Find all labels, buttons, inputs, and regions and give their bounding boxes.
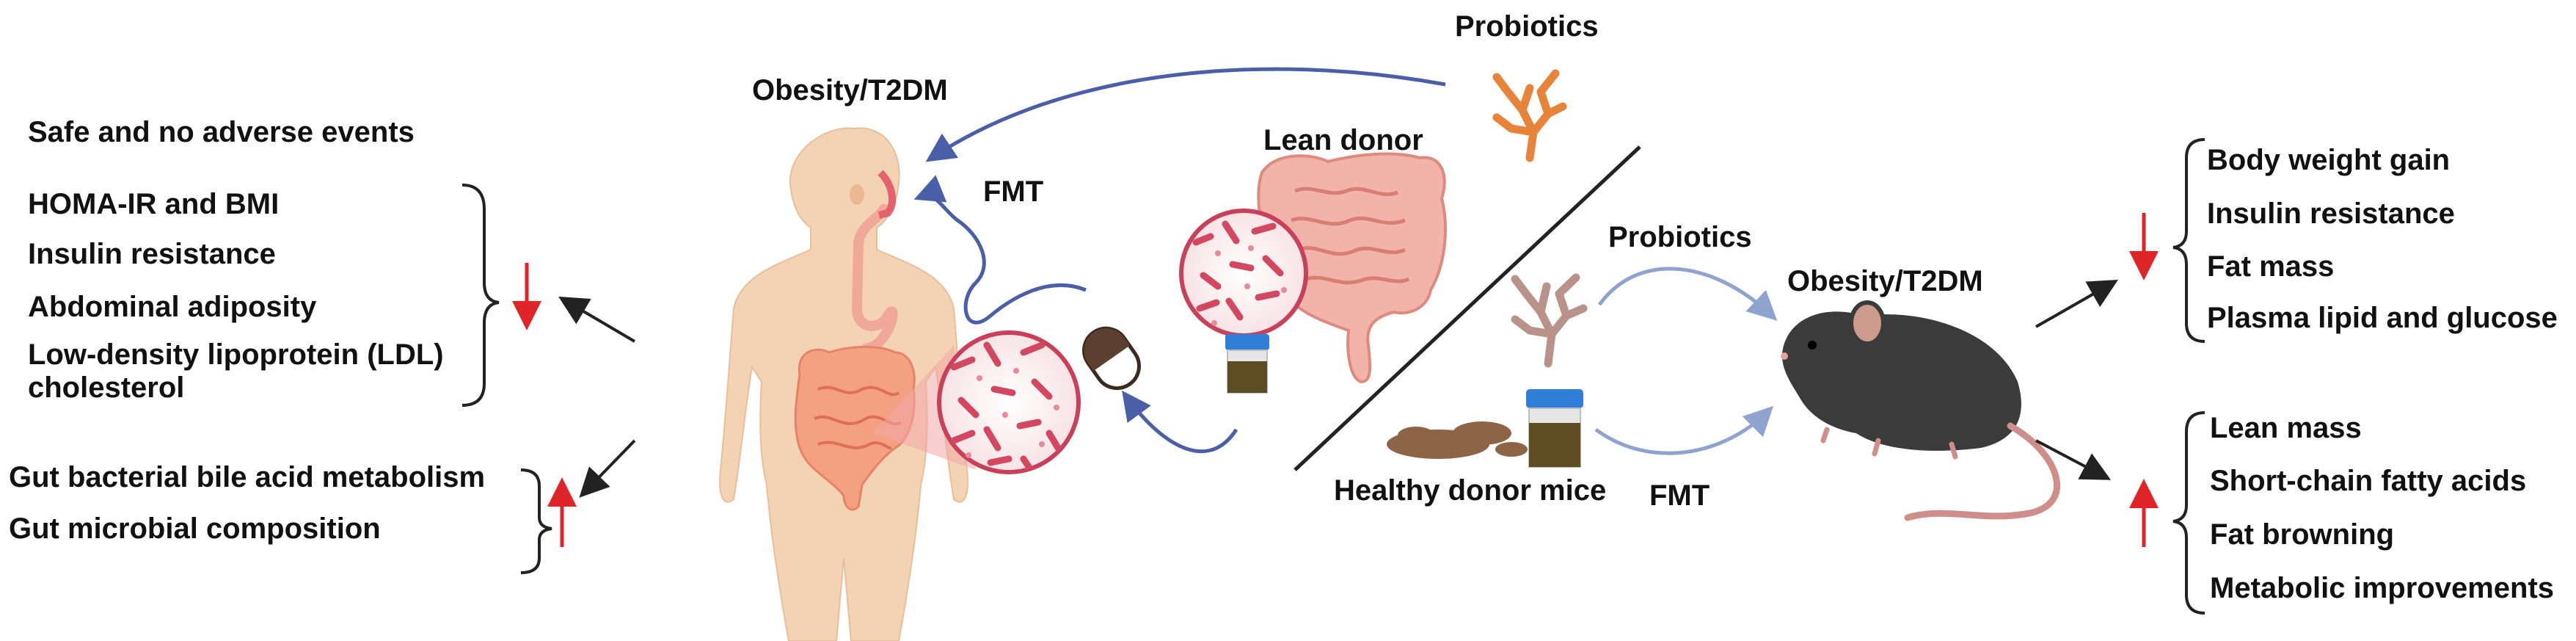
- capsule-to-gut-arrow: [1122, 390, 1238, 454]
- human-fmt-label: FMT: [983, 175, 1044, 208]
- stool-jar-icon-human: [1225, 334, 1269, 394]
- right-decrease-bracket: [2172, 138, 2205, 343]
- left-decreased-item: Low-density lipoprotein (LDL): [28, 338, 444, 371]
- right-decreased-item: Insulin resistance: [2207, 198, 2455, 230]
- fmt-capsule-icon: [1082, 326, 1141, 391]
- mouse-to-decrease-arrow: [2035, 280, 2118, 328]
- left-increase-bracket: [520, 468, 552, 574]
- mouse-to-increase-arrow: [2035, 439, 2112, 480]
- left-decreased-item: cholesterol: [28, 372, 185, 404]
- mouse-fmt-label: FMT: [1649, 479, 1710, 512]
- right-decreased-item: Body weight gain: [2207, 144, 2451, 176]
- ear: [850, 184, 864, 205]
- human-to-decrease-arrow: [558, 296, 636, 343]
- right-increased-item: Lean mass: [2210, 412, 2362, 444]
- right-decreased-item: Plasma lipid and glucose: [2207, 302, 2558, 334]
- human-condition-title: Obesity/T2DM: [752, 74, 948, 106]
- left-increased-item: Gut microbial composition: [9, 513, 381, 545]
- stool-jar-icon-mouse: [1526, 389, 1583, 468]
- left-decrease-bracket: [461, 184, 500, 407]
- gut-microbe-zoom-circle: [937, 330, 1081, 474]
- left-safety-note: Safe and no adverse events: [28, 116, 415, 148]
- mouse-condition-title: Obesity/T2DM: [1787, 265, 1983, 297]
- mouse-illustration: [1781, 300, 2060, 521]
- right-increased-item: Metabolic improvements: [2210, 572, 2555, 604]
- right-increased-item: Fat browning: [2210, 518, 2395, 551]
- donor-microbe-zoom-circle: [1179, 209, 1308, 338]
- left-decreased-item: Abdominal adiposity: [28, 291, 317, 323]
- probiotics-to-human-arrow: [925, 67, 1446, 162]
- left-increased-item: Gut bacterial bile acid metabolism: [9, 461, 486, 493]
- probiotic-bacteria-icon-human: [1492, 69, 1567, 162]
- stool-pile-icon: [1387, 421, 1528, 459]
- fmt-tube-to-mouth: [913, 175, 1087, 325]
- left-decreased-item: HOMA-IR and BMI: [28, 188, 280, 220]
- probiotic-bacteria-icon-mouse: [1511, 273, 1588, 368]
- human-mouse-divider-line: [1294, 145, 1641, 471]
- mouse-probiotics-arrow: [1597, 267, 1778, 321]
- mouse-fmt-arrow: [1594, 405, 1774, 455]
- lean-donor-label: Lean donor: [1263, 124, 1423, 156]
- human-probiotics-label: Probiotics: [1455, 10, 1599, 43]
- mouse-probiotics-label: Probiotics: [1608, 221, 1752, 253]
- right-decreased-item: Fat mass: [2207, 250, 2335, 283]
- digestive-tract-illustration: [794, 170, 916, 511]
- healthy-donor-mice-label: Healthy donor mice: [1334, 474, 1607, 507]
- right-increase-bracket: [2172, 411, 2205, 615]
- human-to-increase-arrow: [579, 439, 636, 498]
- left-decreased-item: Insulin resistance: [28, 238, 276, 270]
- right-increased-item: Short-chain fatty acids: [2210, 465, 2527, 497]
